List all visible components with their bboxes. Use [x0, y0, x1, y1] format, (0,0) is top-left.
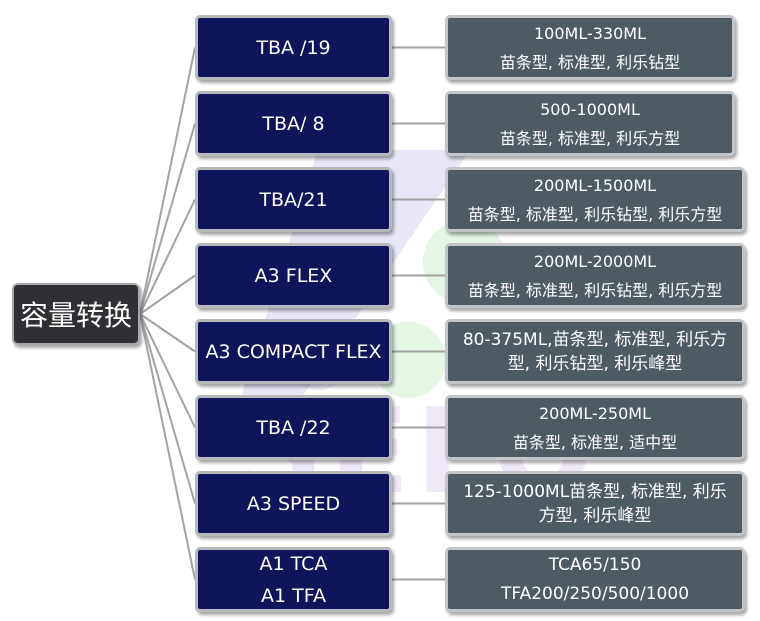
branch-node: A3 COMPACT FLEX: [195, 319, 392, 384]
capacity-box: 125-1000ML苗条型, 标准型, 利乐方型, 利乐峰型: [445, 471, 745, 536]
capacity-line: TCA65/150: [548, 554, 642, 575]
branch-label: A1 TFA: [261, 584, 326, 607]
branch-label: TBA/21: [259, 188, 328, 211]
root-to-branch-line: [139, 313, 196, 353]
branch-label: TBA /19: [256, 36, 331, 59]
root-to-branch-line: [139, 313, 196, 504]
root-to-branch-line: [139, 123, 196, 315]
branch-node: A1 TCA A1 TFA: [195, 547, 392, 612]
capacity-line: 200ML-250ML: [538, 403, 651, 423]
capacity-line: 型, 利乐钻型, 利乐峰型: [507, 353, 683, 374]
capacity-line: 苗条型, 标准型, 利乐钻型, 利乐方型: [467, 280, 723, 300]
branch-node: A3 SPEED: [195, 471, 392, 536]
branch-label: TBA/ 8: [262, 112, 325, 135]
capacity-line: 苗条型, 标准型, 利乐方型: [499, 128, 681, 148]
capacity-line: 200ML-1500ML: [533, 175, 657, 195]
capacity-line: 苗条型, 标准型, 利乐钻型, 利乐方型: [467, 204, 723, 224]
branch-label: A3 SPEED: [246, 492, 341, 515]
branch-label: A3 COMPACT FLEX: [205, 340, 382, 363]
capacity-line: 500-1000ML: [540, 99, 640, 119]
capacity-box: 500-1000ML 苗条型, 标准型, 利乐方型: [445, 91, 735, 156]
capacity-line: TFA200/250/500/1000: [500, 583, 690, 604]
branch-label: A1 TCA: [259, 552, 328, 575]
branch-label: A3 FLEX: [254, 264, 333, 287]
root-to-branch-line: [139, 47, 196, 315]
capacity-line: 200ML-2000ML: [533, 251, 657, 271]
branch-label: TBA /22: [256, 416, 331, 439]
branch-node: TBA/21: [195, 167, 392, 232]
branch-node: TBA /22: [195, 395, 392, 460]
root-to-branch-line: [139, 199, 196, 315]
capacity-box: 80-375ML,苗条型, 标准型, 利乐方型, 利乐钻型, 利乐峰型: [445, 319, 745, 384]
root-to-branch-line: [139, 274, 196, 315]
branch-node: TBA/ 8: [195, 91, 392, 156]
capacity-box: 100ML-330ML 苗条型, 标准型, 利乐钻型: [445, 15, 735, 80]
capacity-box: 200ML-250ML 苗条型, 标准型, 适中型: [445, 395, 745, 460]
capacity-line: 苗条型, 标准型, 利乐钻型: [499, 52, 681, 72]
capacity-box: 200ML-1500ML 苗条型, 标准型, 利乐钻型, 利乐方型: [445, 167, 745, 232]
root-to-branch-line: [139, 313, 196, 580]
capacity-line: 100ML-330ML: [533, 23, 646, 43]
capacity-line: 苗条型, 标准型, 适中型: [512, 432, 678, 452]
root-to-branch-line: [139, 313, 196, 428]
root-label: 容量转换: [19, 299, 132, 332]
capacity-box: 200ML-2000ML 苗条型, 标准型, 利乐钻型, 利乐方型: [445, 243, 745, 308]
branch-node: A3 FLEX: [195, 243, 392, 308]
capacity-line: 80-375ML,苗条型, 标准型, 利乐方: [462, 329, 728, 350]
branch-node: TBA /19: [195, 15, 392, 80]
capacity-line: 方型, 利乐峰型: [538, 505, 652, 526]
root-node: 容量转换: [12, 283, 140, 345]
capacity-line: 125-1000ML苗条型, 标准型, 利乐: [463, 481, 727, 502]
